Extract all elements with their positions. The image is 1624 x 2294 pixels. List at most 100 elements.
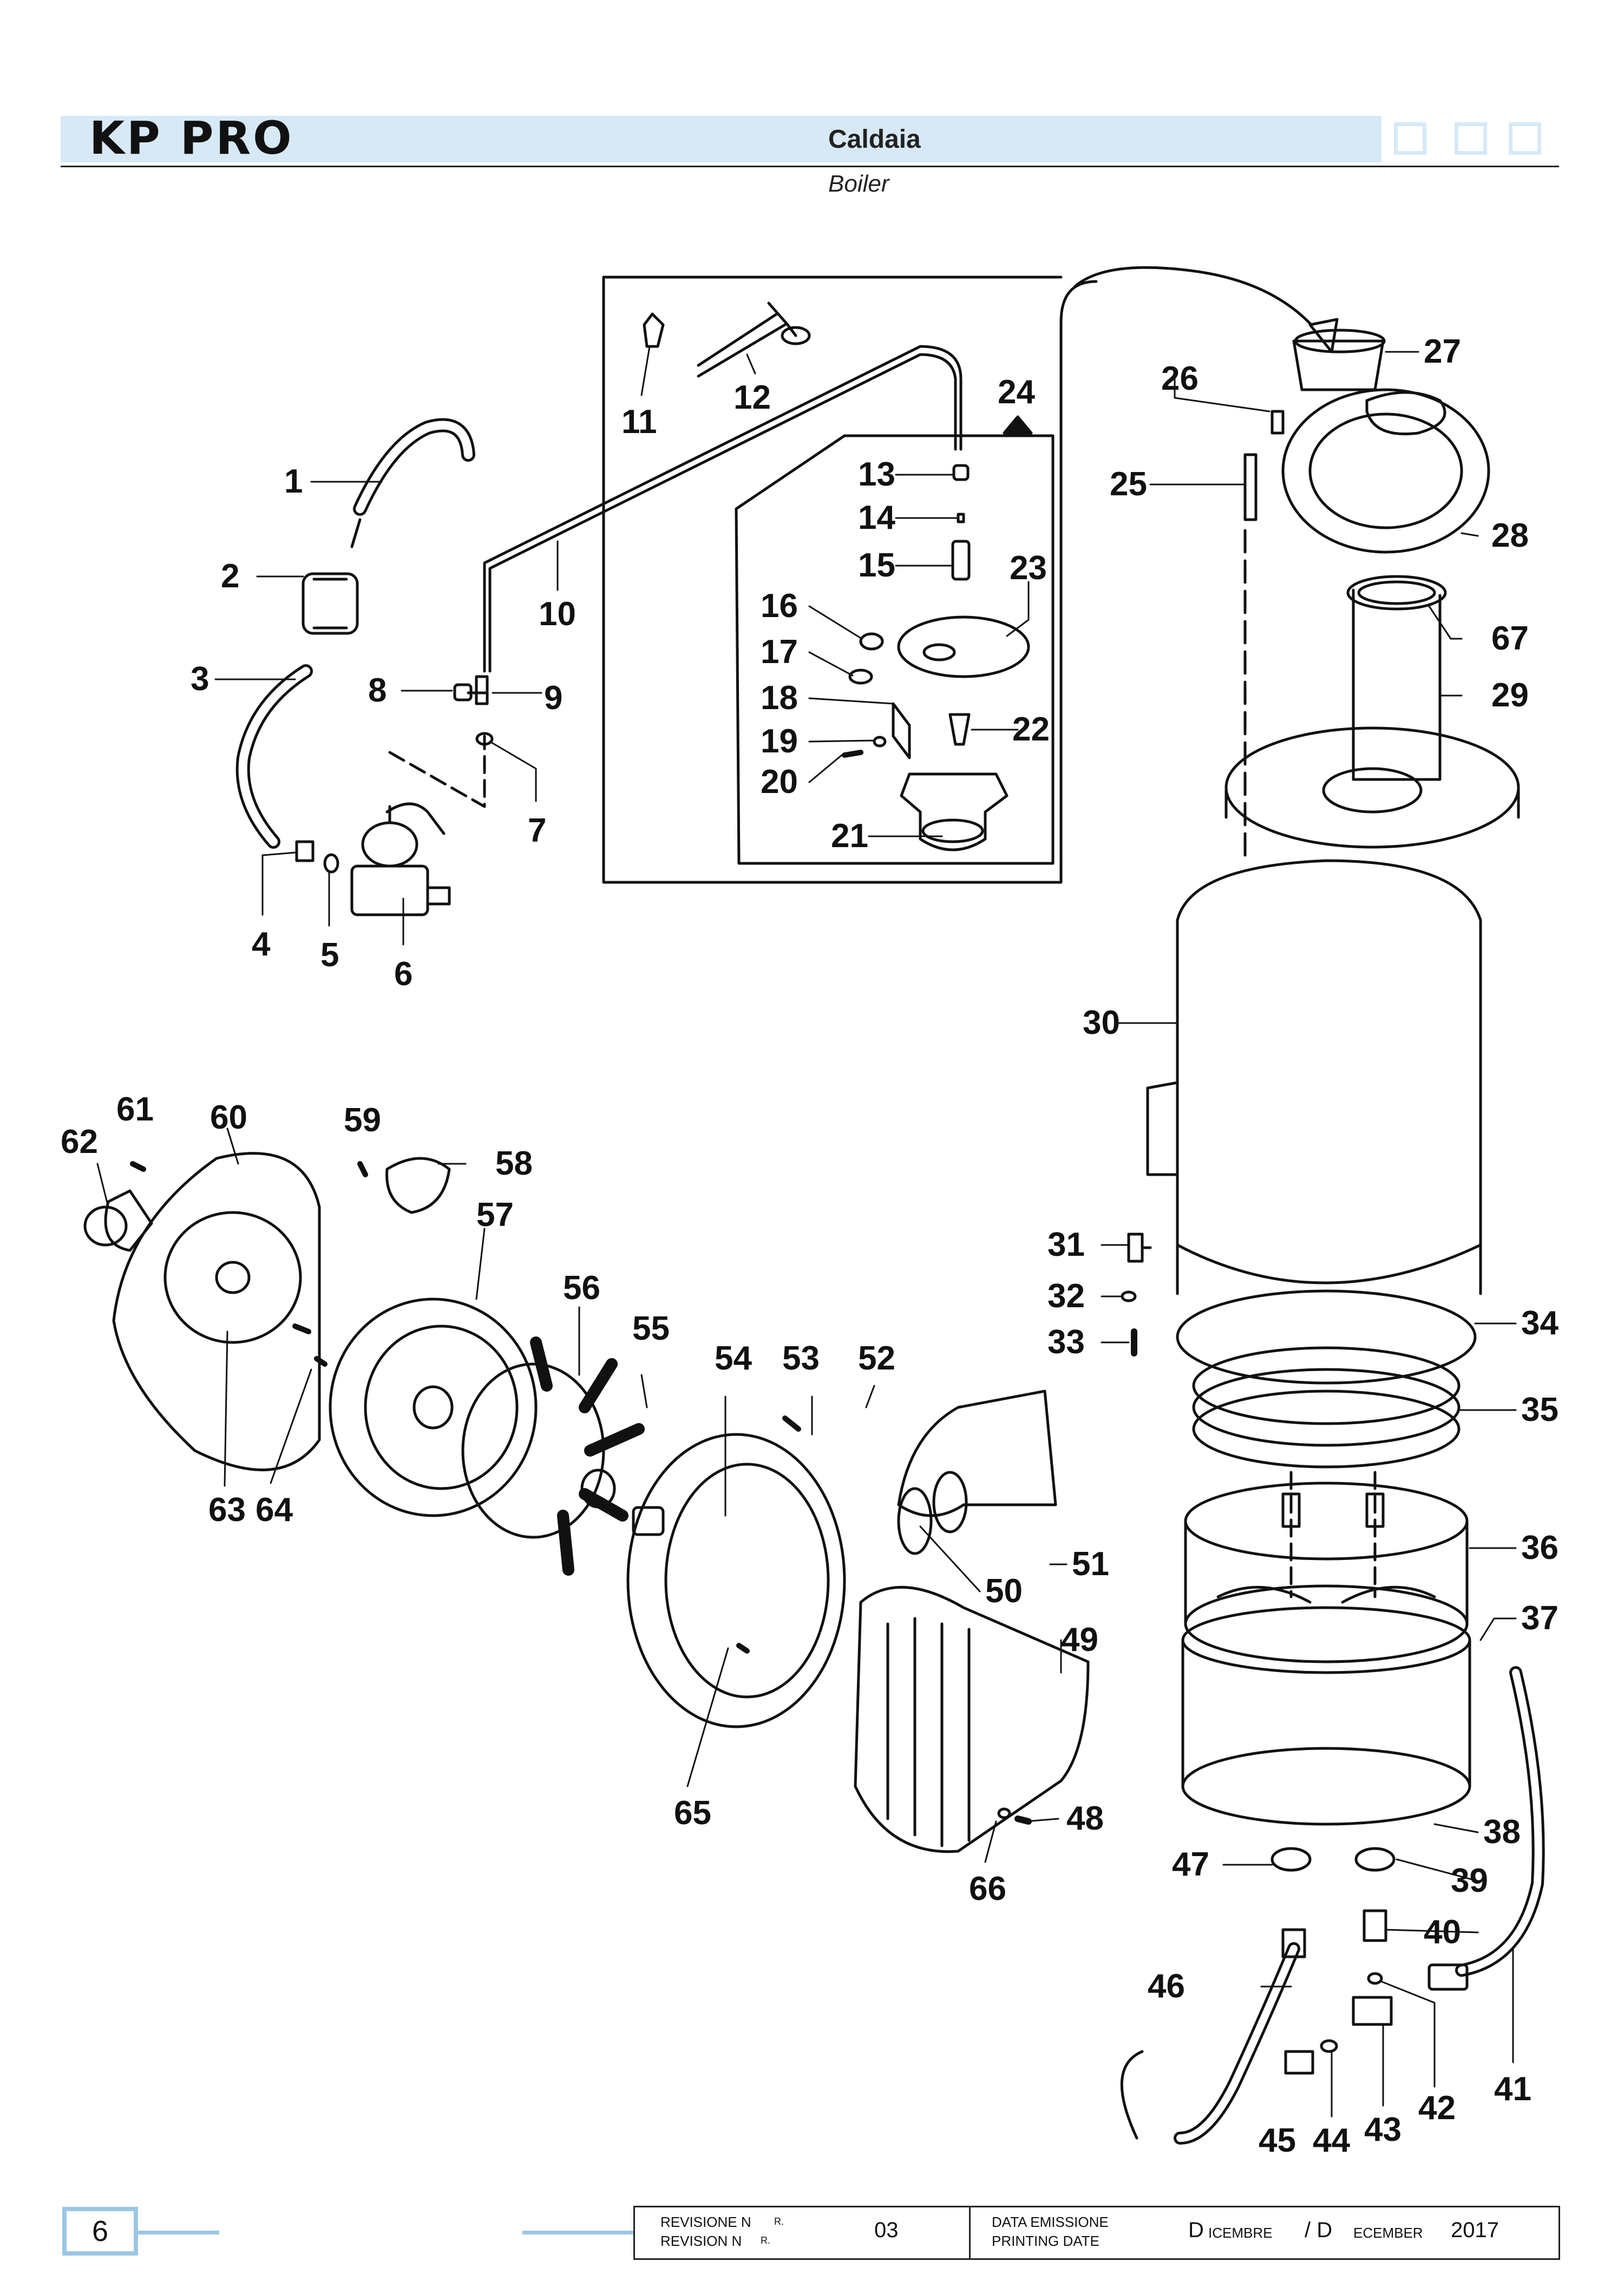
leader-lines — [96, 345, 1517, 2118]
callout-63: 63 — [208, 1491, 246, 1529]
callout-1: 1 — [284, 463, 303, 500]
callout-43: 43 — [1364, 2111, 1402, 2148]
callout-57: 57 — [476, 1196, 514, 1234]
fuel-tube-10-edge — [488, 353, 957, 673]
inset-frame — [602, 276, 1098, 884]
callout-18: 18 — [761, 679, 798, 717]
nut-39 — [1354, 1847, 1396, 1872]
shell-37-sides — [1181, 1638, 1471, 1788]
electrode-12 — [697, 302, 797, 378]
callout-31: 31 — [1047, 1226, 1085, 1263]
fan-grille-hub — [215, 1261, 251, 1294]
fan-grille — [163, 1211, 302, 1344]
ring-35c — [1192, 1389, 1461, 1469]
fuel-pump-lever — [385, 802, 446, 835]
date-separator: / D — [1305, 2218, 1333, 2242]
callout-29: 29 — [1491, 677, 1529, 714]
cap-58 — [385, 1157, 451, 1214]
callout-23: 23 — [1010, 549, 1047, 587]
cover-28 — [1281, 388, 1490, 554]
date-label-en: PRINTING DATE — [992, 2233, 1099, 2249]
callout-53: 53 — [782, 1340, 820, 1377]
fitting-4 — [295, 840, 315, 862]
year: 2017 — [1451, 2218, 1499, 2242]
bracket-31 — [1127, 1233, 1152, 1263]
callout-40: 40 — [1424, 1913, 1461, 1951]
hose-41-fitting — [1427, 1963, 1469, 1991]
ring-35b — [1192, 1368, 1461, 1447]
gasket-50 — [897, 1487, 933, 1555]
tube-stub-left — [1281, 1492, 1301, 1528]
boiler-band — [1176, 1243, 1482, 1284]
page-subtitle: Boiler — [828, 171, 889, 197]
callout-44: 44 — [1313, 2122, 1350, 2159]
callout-64: 64 — [256, 1491, 293, 1529]
hose-46-inner — [1176, 1945, 1298, 2142]
callout-41: 41 — [1494, 2070, 1531, 2108]
callout-30: 30 — [1083, 1004, 1120, 1041]
washer-66 — [997, 1807, 1011, 1819]
callout-27: 27 — [1424, 333, 1461, 370]
callout-48: 48 — [1066, 1800, 1104, 1837]
callout-19: 19 — [761, 723, 798, 760]
date-en-rest: ECEMBER — [1353, 2225, 1423, 2241]
callout-20: 20 — [761, 763, 798, 801]
callout-62: 62 — [61, 1123, 98, 1161]
nut-47 — [1271, 1847, 1312, 1872]
drum-36-bottom — [1184, 1584, 1469, 1663]
header-square-1 — [1394, 122, 1426, 155]
fuel-pump-body — [350, 864, 429, 916]
date-it-initial: D — [1188, 2218, 1204, 2242]
callout-21: 21 — [831, 817, 868, 855]
callout-8: 8 — [368, 672, 387, 709]
hose-46-fitting — [1281, 1928, 1306, 1958]
revision-label-it: REVISIONE N — [660, 2214, 751, 2230]
gasket-34 — [1176, 1289, 1477, 1385]
callout-25: 25 — [1110, 466, 1147, 503]
cover-28-slot — [1365, 391, 1446, 436]
header-square-2 — [1455, 122, 1487, 155]
tube-centerlines — [1289, 1471, 1377, 1598]
pin-65 — [736, 1643, 750, 1654]
impeller-57 — [329, 1297, 538, 1517]
callout-28: 28 — [1491, 517, 1529, 554]
callout-16: 16 — [761, 587, 798, 625]
header-rule — [61, 166, 1559, 167]
burner-head-21-rim — [921, 818, 984, 843]
electrode-18 — [892, 702, 911, 759]
spacer-54 — [632, 1506, 665, 1536]
callout-54: 54 — [715, 1340, 752, 1377]
callout-46: 46 — [1148, 1968, 1185, 2005]
drum-36-slots — [1216, 1585, 1436, 1604]
washer-44 — [1320, 2039, 1338, 2053]
fuel-tube-10 — [483, 345, 962, 673]
callout-24: 24 — [998, 373, 1035, 411]
oring-42 — [1367, 1972, 1383, 1985]
impeller-57-inner — [364, 1325, 519, 1490]
housing-52-inner — [664, 1463, 830, 1699]
fuel-filter-ribs — [312, 578, 348, 630]
elbow-51-mouth — [932, 1471, 968, 1533]
impeller-57-hub — [412, 1385, 454, 1430]
callout-22: 22 — [1012, 711, 1050, 748]
plate-23-hole — [922, 643, 956, 661]
hose-41-inner — [1458, 1669, 1542, 1974]
callout-17: 17 — [761, 633, 798, 671]
bracket-62 — [104, 1189, 153, 1252]
clip-11 — [643, 312, 665, 348]
header-square-3 — [1509, 122, 1541, 155]
arrow-curve — [1073, 266, 1322, 337]
oring-7 — [475, 732, 494, 746]
callout-7: 7 — [528, 812, 546, 849]
fuel-filter — [302, 572, 359, 635]
hose-46-end — [1120, 2050, 1144, 2140]
washer-19 — [873, 736, 887, 748]
chimney-67 — [1346, 575, 1447, 611]
callout-51: 51 — [1072, 1545, 1109, 1583]
callout-labels: 1 2 3 4 5 6 7 8 9 10 11 12 13 14 15 16 1… — [61, 333, 1558, 2159]
bracket-62-ring — [83, 1205, 128, 1247]
boiler-shell-top — [1176, 859, 1482, 922]
boiler-top-hole — [1322, 767, 1423, 814]
cone-27-top — [1294, 329, 1386, 353]
callout-35: 35 — [1521, 1391, 1558, 1428]
